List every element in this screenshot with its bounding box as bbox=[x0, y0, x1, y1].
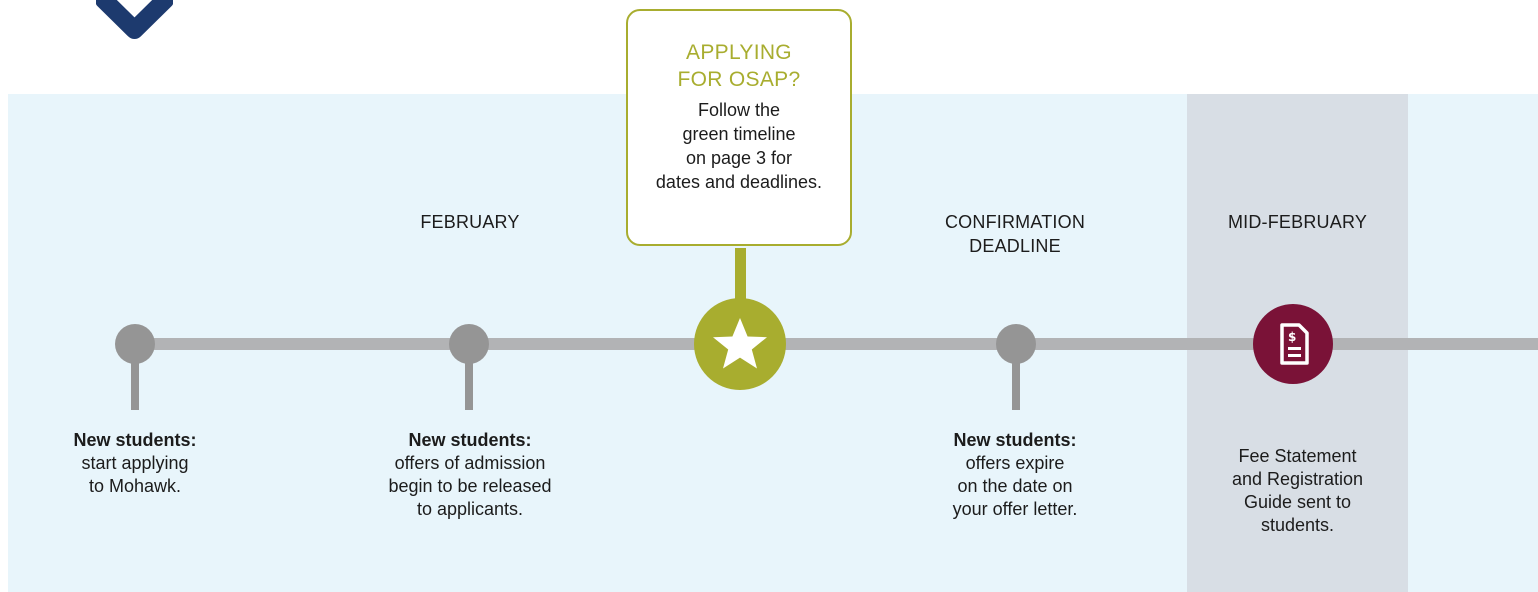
milestone-label-start-applying: New students: start applying to Mohawk. bbox=[40, 429, 230, 498]
heading-line: CONFIRMATION bbox=[944, 212, 1086, 232]
milestone-label-line: students. bbox=[1260, 515, 1335, 535]
svg-text:$: $ bbox=[1288, 330, 1296, 344]
milestone-label-bold: New students: bbox=[953, 430, 1077, 450]
milestone-label-confirmation-deadline: New students: offers expire on the date … bbox=[900, 429, 1130, 521]
heading-line: FEBRUARY bbox=[420, 212, 520, 232]
milestone-label-line: on the date on bbox=[957, 476, 1073, 496]
milestone-label-line: Guide sent to bbox=[1243, 492, 1352, 512]
milestone-label-line: your offer letter. bbox=[952, 499, 1078, 519]
heading-line: DEADLINE bbox=[969, 236, 1061, 256]
osap-star-node bbox=[694, 298, 786, 390]
star-icon bbox=[713, 318, 767, 369]
milestone-heading-mid-february: MID-FEBRUARY bbox=[1187, 210, 1408, 234]
milestone-label-bold: New students: bbox=[73, 430, 197, 450]
timeline-stem bbox=[131, 360, 139, 410]
callout-title-line: APPLYING bbox=[686, 41, 792, 64]
milestone-heading-february: FEBRUARY bbox=[360, 210, 580, 234]
fee-statement-node: $ bbox=[1253, 304, 1333, 384]
timeline-stem bbox=[465, 360, 473, 410]
timeline-node-confirmation-deadline bbox=[996, 324, 1036, 364]
timeline-node-february bbox=[449, 324, 489, 364]
callout-title: APPLYING FOR OSAP? bbox=[628, 39, 850, 93]
milestone-label-line: to Mohawk. bbox=[88, 476, 182, 496]
callout-body-line: dates and deadlines. bbox=[655, 172, 823, 192]
callout-connector bbox=[735, 248, 746, 302]
milestone-label-line: Fee Statement bbox=[1238, 446, 1357, 466]
timeline-node-start-applying bbox=[115, 324, 155, 364]
callout-body-line: Follow the bbox=[697, 100, 781, 120]
callout-body: Follow the green timeline on page 3 for … bbox=[628, 98, 850, 194]
timeline-stem bbox=[1012, 360, 1020, 410]
milestone-label-line: offers of admission bbox=[394, 453, 546, 473]
callout-body-line: on page 3 for bbox=[685, 148, 793, 168]
milestone-label-line: to applicants. bbox=[416, 499, 524, 519]
milestone-label-line: offers expire bbox=[965, 453, 1065, 473]
milestone-label-mid-february: Fee Statement and Registration Guide sen… bbox=[1187, 445, 1408, 537]
milestone-label-line: and Registration bbox=[1231, 469, 1364, 489]
arrow-down-icon bbox=[96, 0, 173, 39]
heading-line: MID-FEBRUARY bbox=[1227, 212, 1368, 232]
fee-statement-document-icon: $ bbox=[1280, 323, 1309, 365]
callout-body-line: green timeline bbox=[682, 124, 796, 144]
callout-title-line: FOR OSAP? bbox=[677, 68, 801, 91]
milestone-label-february: New students: offers of admission begin … bbox=[340, 429, 600, 521]
osap-callout: APPLYING FOR OSAP? Follow the green time… bbox=[626, 9, 852, 246]
milestone-label-bold: New students: bbox=[408, 430, 532, 450]
milestone-heading-confirmation-deadline: CONFIRMATION DEADLINE bbox=[900, 210, 1130, 258]
milestone-label-line: start applying bbox=[81, 453, 189, 473]
milestone-label-line: begin to be released bbox=[388, 476, 552, 496]
